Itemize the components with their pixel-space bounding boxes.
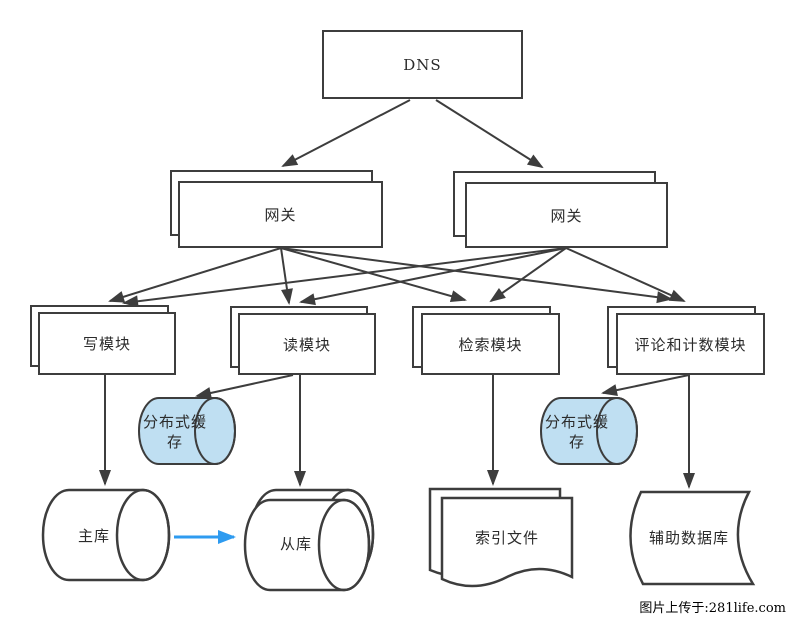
node-cache-left-shape — [138, 397, 236, 465]
node-dns: DNS — [322, 30, 523, 99]
node-module-search-label: 检索模块 — [458, 335, 523, 354]
node-gateway-left: 网关 — [178, 181, 383, 248]
edge-gwr-module-comment — [565, 247, 686, 302]
node-gateway-left-label: 网关 — [264, 206, 297, 224]
node-gateway-right-label: 网关 — [550, 206, 583, 225]
node-db-slave-shape — [243, 488, 375, 592]
edge-comment-cache — [601, 374, 690, 397]
node-gateway-right: 网关 — [465, 182, 668, 248]
edge-gwr-module-search — [489, 247, 567, 303]
node-index-file-shape — [428, 487, 574, 588]
edge-dns-gateway-left — [281, 99, 411, 167]
edge-read-cache — [195, 374, 294, 399]
edge-gwr-module-read — [299, 247, 567, 306]
node-db-auxiliary-shape — [629, 490, 756, 586]
node-module-write: 写模块 — [38, 312, 176, 375]
watermark: 图片上传于:281life.com — [639, 601, 786, 616]
edge-dns-gateway-right — [435, 99, 544, 169]
edge-gwl-module-search — [280, 247, 467, 302]
node-module-read: 读模块 — [238, 313, 376, 375]
node-module-read-label: 读模块 — [282, 335, 331, 354]
edge-gwl-module-comment — [280, 247, 673, 304]
edge-gwl-module-write — [108, 247, 282, 303]
node-module-search: 检索模块 — [421, 313, 560, 375]
node-cache-right-shape — [540, 397, 638, 465]
edge-gwl-module-read — [280, 247, 293, 305]
node-module-write-label: 写模块 — [82, 335, 131, 353]
edge-gwr-module-write — [122, 247, 567, 308]
node-module-comment-label: 评论和计数模块 — [634, 335, 747, 354]
node-dns-label: DNS — [403, 55, 442, 74]
node-module-comment: 评论和计数模块 — [616, 313, 765, 375]
node-db-master-shape — [41, 488, 171, 582]
